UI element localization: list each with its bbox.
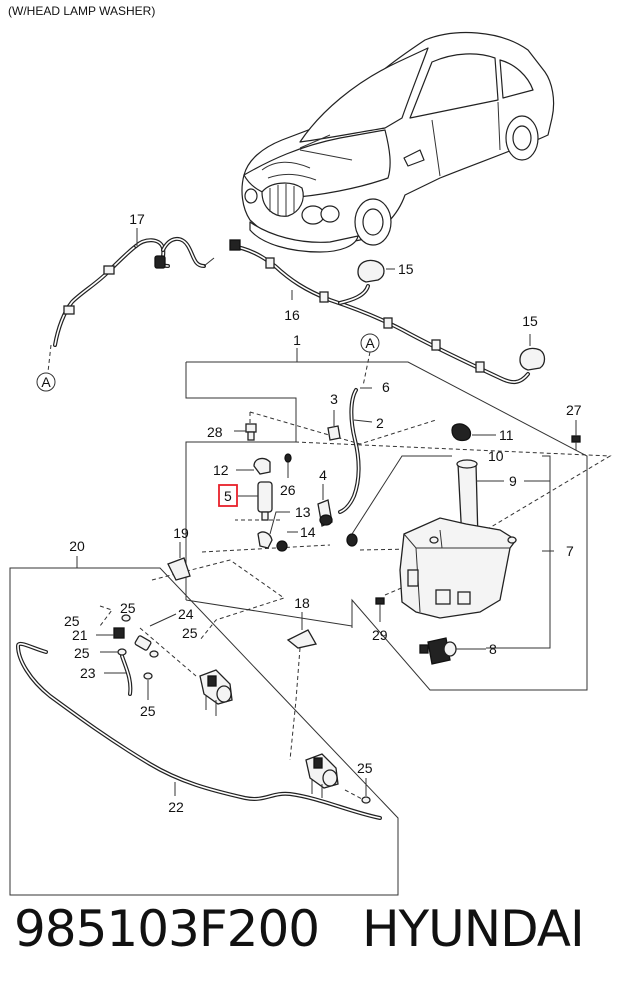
connector-24 [134,613,177,651]
label-15-upper: 15 [398,261,414,277]
label-22: 22 [168,799,184,815]
grommet-14 [276,531,298,552]
elbow-13 [257,511,290,549]
clip-3 [327,410,341,441]
connector-21 [96,627,125,639]
label-9: 9 [509,473,517,489]
label-25-d: 25 [74,645,90,661]
assembly-frame-1 [185,348,588,691]
label-25-c: 25 [182,625,198,641]
part-labels: 1 2 3 4 5 6 7 8 9 10 11 12 13 14 15 15 1… [64,211,582,815]
label-24: 24 [178,606,194,622]
svg-text:A: A [365,335,375,351]
nozzle-15-upper [357,259,395,283]
svg-text:A: A [41,374,51,390]
label-5: 5 [224,488,232,504]
label-12: 12 [213,462,229,478]
label-11: 11 [499,427,514,443]
hose-17 [47,237,215,373]
hose-23 [104,654,133,696]
label-25-b: 25 [120,600,136,616]
label-2: 2 [376,415,384,431]
label-15-lower: 15 [522,313,538,329]
leader-lines [136,228,554,649]
grommet-26 [284,453,292,478]
cap-19 [167,542,191,581]
elbow-12 [236,457,271,475]
label-13: 13 [295,504,311,520]
parts-diagram: A A 1 2 3 4 5 6 7 8 9 10 11 12 13 14 15 … [9,32,612,896]
washer-pump-5 [238,481,273,521]
label-29: 29 [372,627,388,643]
part-number: 985103F200 [14,900,320,958]
label-25-a: 25 [64,613,80,629]
label-3: 3 [330,391,338,407]
label-17: 17 [129,211,145,227]
label-20: 20 [69,538,85,554]
grommet-10 [346,455,452,547]
highlight-box-part-5 [218,484,238,507]
label-28: 28 [207,424,223,440]
label-7: 7 [566,543,574,559]
hose-22 [16,641,382,820]
hose-16 [229,239,530,385]
label-25-f: 25 [357,760,373,776]
label-27: 27 [566,402,582,418]
reference-marker-a-right: A [360,333,380,387]
hose-2 [338,387,373,514]
assembly-frame-20 [9,556,399,896]
bolt-29 [375,597,385,622]
nozzle-15-lower [519,334,546,371]
label-26: 26 [280,482,296,498]
label-1: 1 [293,332,301,348]
label-14: 14 [300,524,316,540]
bolt-27 [571,420,581,450]
grommet-11 [451,423,496,442]
bolt-28 [234,423,257,441]
header-note: (W/HEAD LAMP WASHER) [8,4,156,18]
washer-actuator-upper [199,669,233,716]
washer-pump-8 [419,637,486,665]
label-16: 16 [284,307,300,323]
cap-18 [286,612,318,649]
reference-marker-a-left: A [36,372,56,392]
dashed-reference-lines [99,411,612,801]
label-6: 6 [382,379,390,395]
clip-25-group [100,614,371,804]
label-19: 19 [173,525,189,541]
check-valve-4 [317,484,333,527]
label-4: 4 [319,467,327,483]
label-23: 23 [80,665,96,681]
brand-name: HYUNDAI [362,900,585,958]
label-18: 18 [294,595,310,611]
label-25-e: 25 [140,703,156,719]
label-10: 10 [488,448,504,464]
label-21: 21 [72,627,88,643]
washer-reservoir [399,459,517,619]
label-8: 8 [489,641,497,657]
vehicle-illustration [241,32,555,253]
washer-actuator-lower [305,753,339,798]
